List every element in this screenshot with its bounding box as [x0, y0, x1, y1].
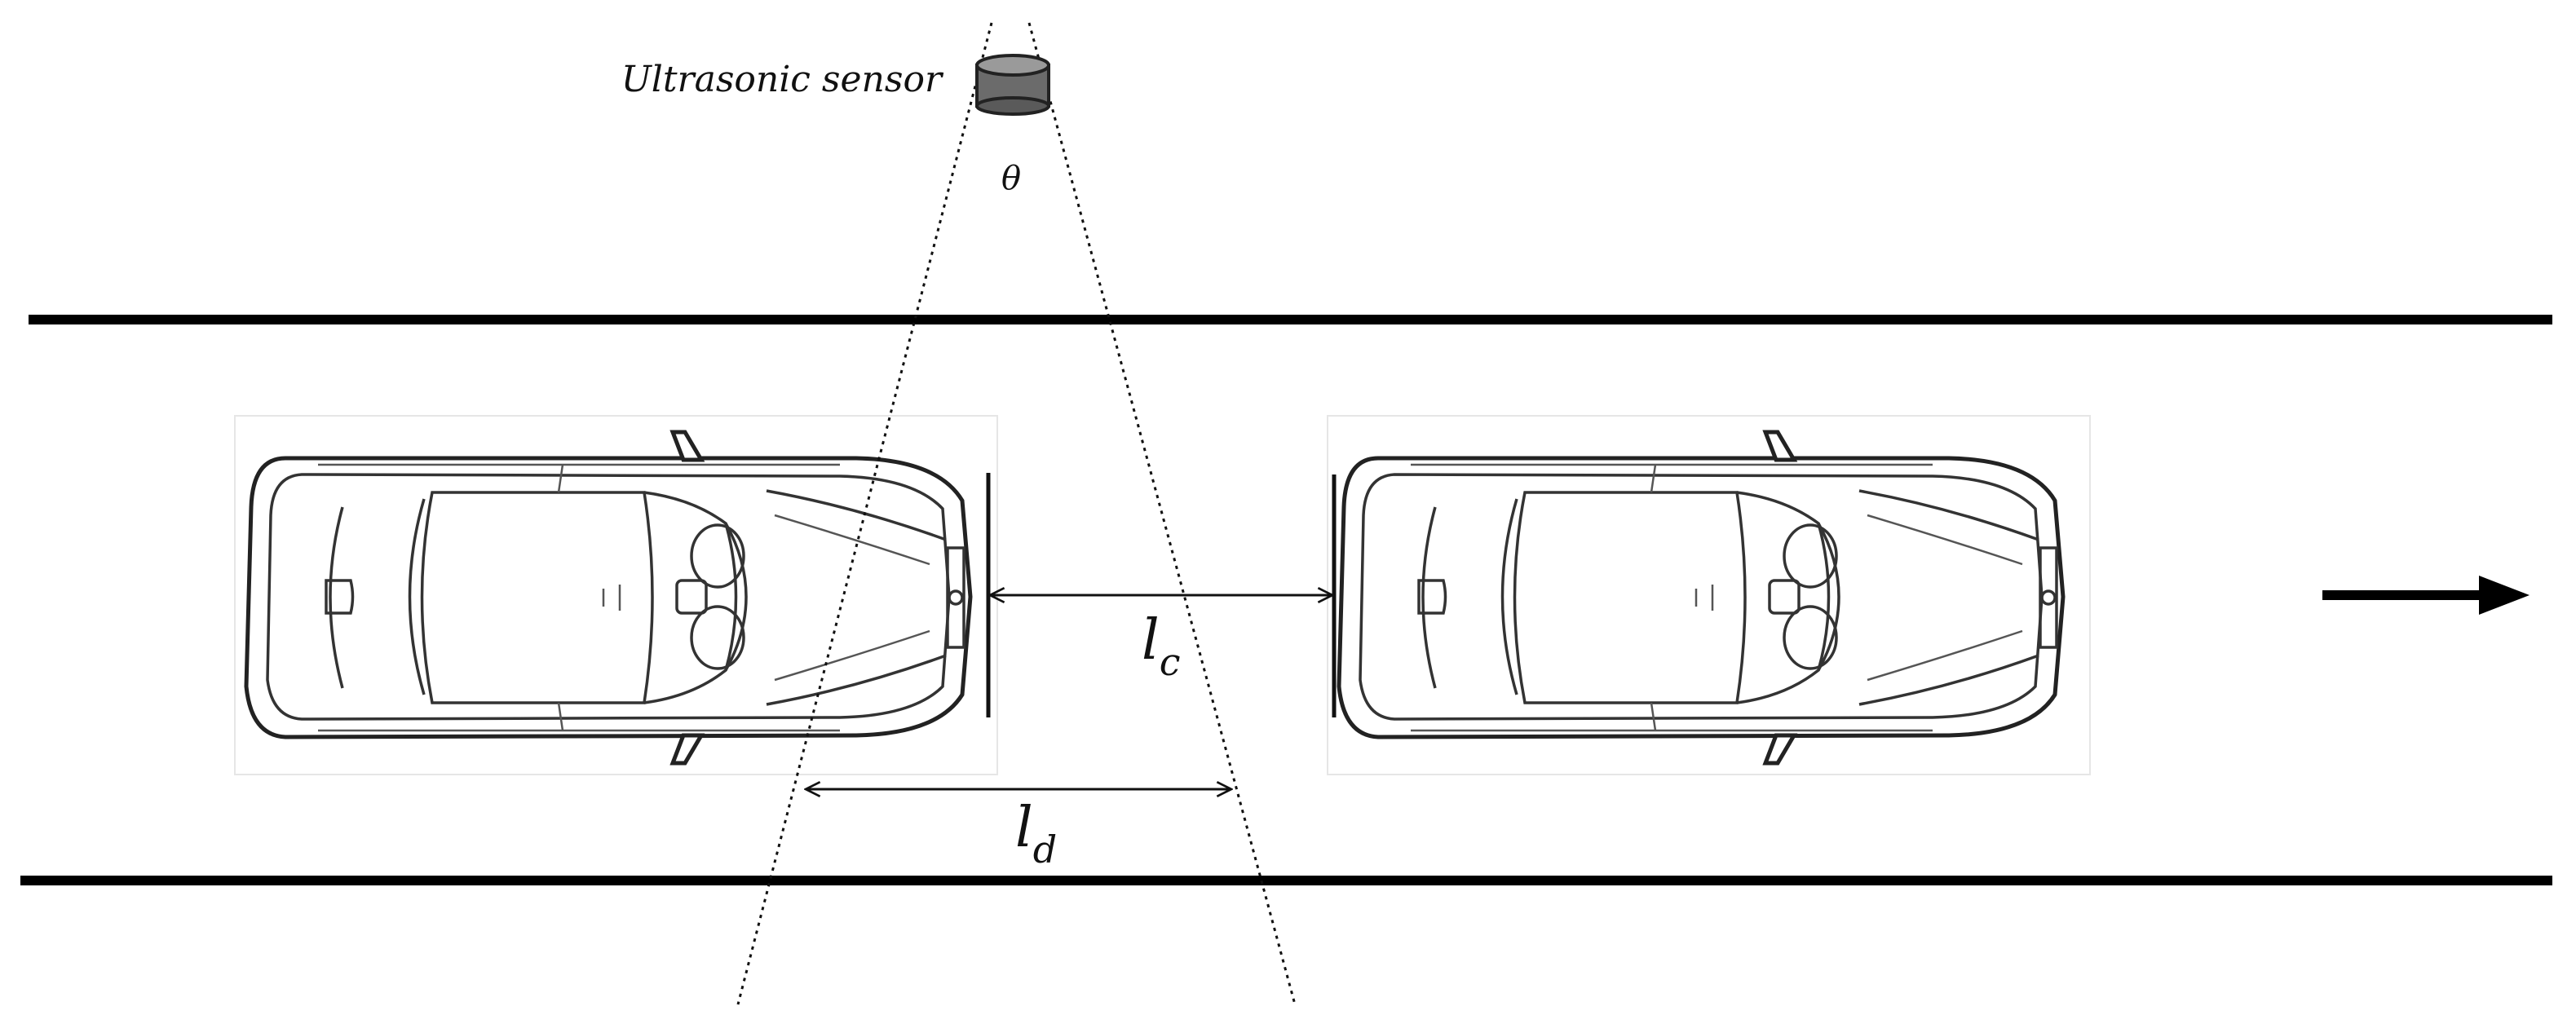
beam-left-edge — [736, 22, 993, 1005]
right-arrow-icon — [2322, 576, 2530, 615]
sensor-label: Ultrasonic sensor — [621, 59, 944, 100]
beam-right-edge — [1027, 22, 1297, 1005]
lc-label: lc — [1142, 608, 1181, 684]
theta-label: θ — [1001, 160, 1021, 197]
car-right — [1339, 432, 2063, 763]
ld-label: ld — [1015, 796, 1057, 872]
car-left — [246, 432, 970, 763]
sensor-icon — [975, 54, 1050, 116]
